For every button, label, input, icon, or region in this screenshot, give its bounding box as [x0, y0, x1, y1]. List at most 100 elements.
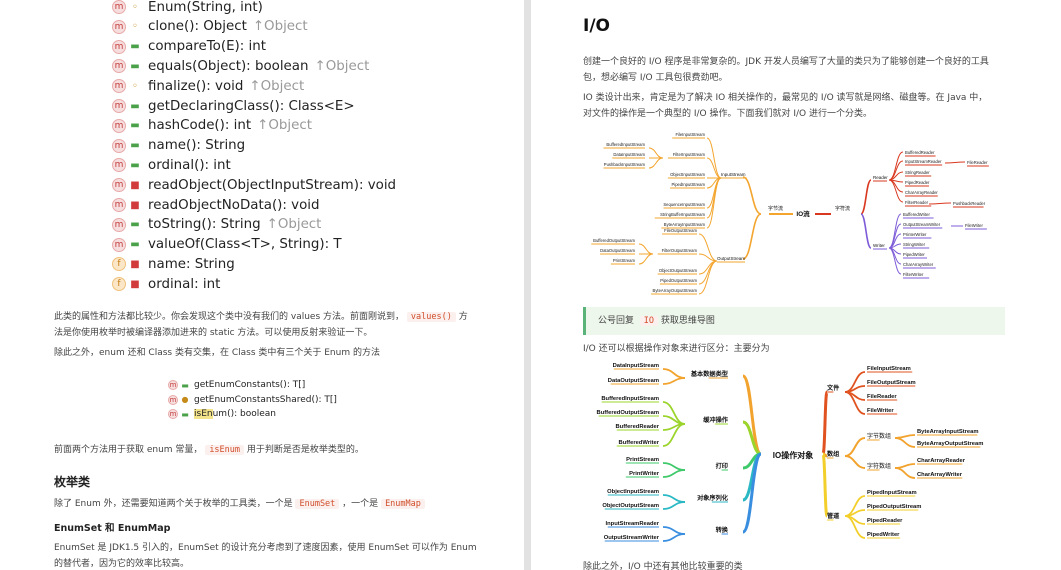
branch	[844, 385, 866, 393]
map-node-label: 基本数据类型	[690, 370, 729, 378]
member-row: m▬toString(): String↑Object	[112, 215, 321, 235]
override-marker: ↑Object	[249, 78, 305, 94]
method-icon: m	[112, 178, 126, 193]
branch	[706, 157, 722, 179]
right-page: I/O 创建一个良好的 I/O 程序是非常复杂的。JDK 开发人员编写了大量的类…	[531, 0, 1061, 570]
branch	[662, 469, 686, 478]
branch	[742, 176, 762, 215]
map-node-label: PrintWriter	[629, 471, 660, 477]
method-signature: getEnumConstantsShared(): T[]	[194, 394, 337, 405]
branch	[662, 423, 686, 447]
map-node-label: 字符数组	[867, 462, 891, 470]
map-node-label: SequenceInputStream	[663, 202, 705, 207]
left-page: m◦Enum(String, int)m◦clone(): Object↑Obj…	[0, 0, 524, 570]
paragraph-operation: I/O 还可以根据操作对象来进行区分：主要分为	[583, 344, 770, 354]
branch	[698, 260, 718, 285]
public-icon: ▬	[130, 239, 140, 251]
map-node-label: StringBufferInputStream	[660, 212, 705, 217]
map-node-label: IO操作对象	[773, 450, 813, 460]
map-node-label: FileReader	[867, 394, 897, 400]
map-node-label: ObjectInputStream	[670, 172, 705, 177]
method-icon: m	[168, 394, 178, 405]
paragraph-tools: 除了 Enum 外，还需要知道两个关于枚举的工具类，一个是 EnumSet ，一…	[54, 497, 425, 513]
public-icon: ▬	[130, 41, 140, 53]
map-node-label: StringWriter	[903, 242, 926, 247]
paragraph-other: 除此之外，I/O 中还有其他比较重要的类	[583, 562, 743, 570]
method-icon: m	[112, 59, 126, 74]
paragraph-io-purpose: IO 类设计出来，肯定是为了解决 IO 相关操作的，最常见的 I/O 读写就是网…	[583, 93, 988, 119]
method-icon: m	[112, 217, 126, 232]
protected-key-icon: ◦	[132, 21, 138, 33]
branch	[662, 494, 686, 503]
map-node-label: BufferedInputStream	[601, 396, 659, 402]
map-node-label: PushbackReader	[953, 201, 986, 206]
map-node-label: ByteArrayInputStream	[664, 222, 706, 227]
paragraph-isenum: 前面两个方法用于获取 enum 常量， isEnum 用于判断是否是枚举类型的。	[54, 445, 364, 455]
public-icon: ▬	[181, 409, 189, 419]
inline-code-enumset: EnumSet	[295, 499, 340, 509]
map-node-label: 缓冲操作	[703, 416, 729, 424]
map-node-label: PushbackInputStream	[604, 162, 646, 167]
branch	[844, 515, 866, 539]
method-icon: m	[112, 99, 126, 113]
branch	[860, 179, 872, 215]
method-icon: m	[168, 380, 178, 390]
member-row: m◦clone(): Object↑Object	[112, 17, 308, 37]
map-node-label: Reader	[873, 175, 888, 180]
map-node-label: 字符流	[835, 205, 850, 212]
branch	[894, 437, 916, 448]
method-icon: m	[112, 138, 126, 153]
protected-key-icon: ◦	[132, 1, 138, 13]
branch	[742, 213, 762, 260]
branch	[662, 526, 686, 535]
map-node-label: 字节流	[768, 205, 783, 212]
map-node-label: ByteArrayOutputStream	[653, 288, 698, 293]
map-node-label: ObjectOutputStream	[602, 503, 659, 509]
method-icon: m	[112, 39, 126, 54]
public-icon: ▬	[181, 380, 189, 390]
map-node-label: DataInputStream	[613, 152, 645, 157]
tip-note: 公号回复 IO 获取思维导图	[583, 307, 1005, 335]
method-icon: m	[112, 79, 126, 94]
class-method-row: m▬isEnum(): boolean	[168, 407, 276, 421]
map-node-label: FilterOutputStream	[662, 248, 698, 253]
inline-code-enummap: EnumMap	[381, 499, 425, 509]
branch	[662, 415, 686, 425]
member-signature: readObject(ObjectInputStream): void	[148, 177, 397, 193]
map-node-label: 打印	[716, 462, 728, 470]
map-node-label: ObjectInputStream	[607, 489, 659, 495]
map-node-label: InputStreamReader	[905, 159, 942, 164]
branch	[648, 157, 664, 169]
branch	[894, 463, 916, 469]
map-node-label: PrinterWriter	[903, 232, 927, 237]
field-icon: f	[112, 277, 126, 292]
map-node-label: PipedReader	[905, 180, 930, 185]
member-row: m◦finalize(): void↑Object	[112, 76, 304, 96]
io-operation-mindmap: IO操作对象基本数据类型DataInputStreamDataOutputStr…	[597, 363, 983, 542]
map-node-label: CharArrayReader	[917, 458, 966, 464]
map-node-label: FilterInputStream	[673, 152, 706, 157]
map-node-label: FileWriter	[965, 223, 983, 228]
member-signature: compareTo(E): int	[148, 39, 266, 55]
private-lock-icon: ■	[130, 199, 140, 211]
field-icon: f	[112, 257, 126, 272]
public-icon: ▬	[130, 140, 140, 152]
inline-code-io: IO	[639, 316, 658, 326]
map-node-label: PipedOutputStream	[867, 504, 921, 510]
method-signature: isEnum(): boolean	[194, 409, 276, 419]
member-row: m▬hashCode(): int↑Object	[112, 116, 312, 136]
map-node-label: 转换	[716, 526, 729, 534]
branch	[648, 147, 664, 159]
inline-code-values: values()	[406, 312, 456, 322]
branch	[844, 437, 866, 457]
map-node-label: FileInputStream	[867, 366, 911, 372]
branch	[662, 533, 686, 542]
map-node-label: BufferedWriter	[619, 440, 660, 446]
private-lock-icon: ■	[130, 278, 140, 290]
member-signature: name(): String	[148, 138, 246, 154]
map-node-label: FileInputStream	[675, 132, 705, 137]
io-stream-mindmap: IO流字节流字符流InputStreamOutputStreamFileInpu…	[591, 132, 989, 295]
member-row: f■ordinal: int	[112, 274, 220, 294]
override-marker: ↑Object	[252, 19, 308, 35]
map-node-label: OutputStreamWriter	[604, 535, 660, 541]
